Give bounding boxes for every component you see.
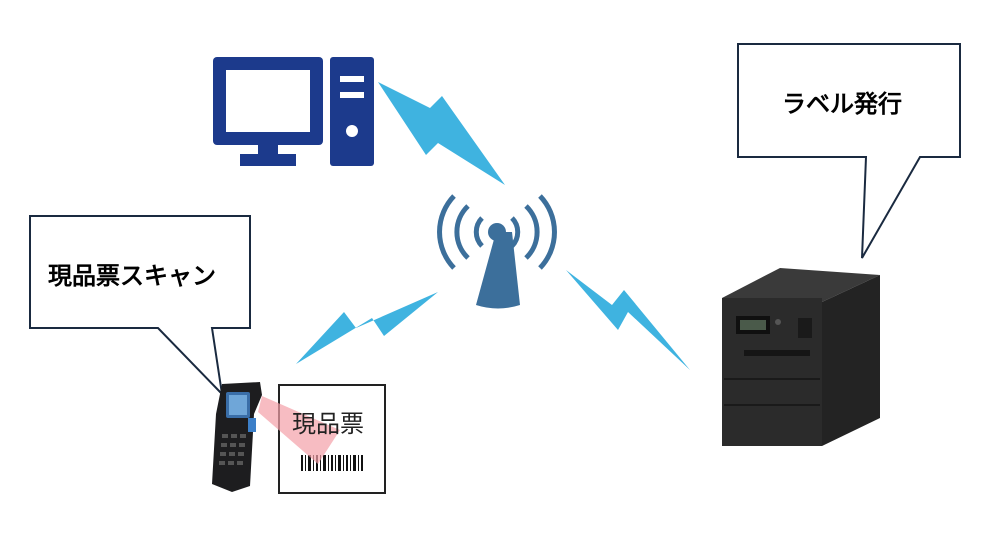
label-issue-callout-text: ラベル発行 (782, 90, 902, 118)
handheld-scanner-icon (212, 382, 262, 492)
scan-callout (29, 215, 251, 397)
lightning-bolt-icon (296, 292, 438, 364)
scan-beam (258, 396, 340, 464)
label-issue-callout (737, 43, 961, 259)
scan-callout-text: 現品票スキャン (48, 262, 216, 290)
lightning-bolt-icon (566, 270, 690, 370)
wifi-access-point-icon (437, 194, 557, 309)
barcode-icon (301, 455, 363, 471)
lightning-bolt-icon (378, 82, 505, 185)
desktop-pc-icon (213, 57, 374, 166)
ticket-label: 現品票 (292, 410, 364, 438)
label-printer-icon (722, 268, 880, 446)
